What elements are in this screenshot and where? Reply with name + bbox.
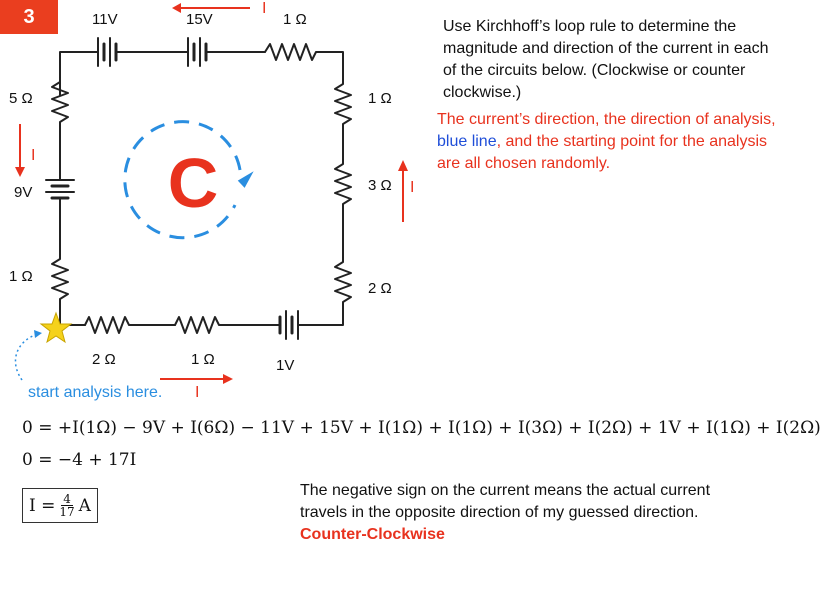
start-analysis-label: start analysis here. xyxy=(28,384,163,401)
battery-bottom-label: 1V xyxy=(276,357,295,374)
answer-lhs: I = xyxy=(29,495,56,516)
wire-top-left xyxy=(59,51,96,96)
resistor-top-label: 1 Ω xyxy=(283,11,307,28)
answer-fraction: 4 17 xyxy=(59,493,74,518)
loop-equation: 0 = +I(1Ω) − 9V + I(6Ω) − 11V + 15V + I(… xyxy=(22,418,821,438)
resistor-left-bottom xyxy=(51,254,69,326)
resistor-left-bottom-label: 1 Ω xyxy=(9,268,33,285)
note-blue-line: blue line xyxy=(437,133,497,150)
wire-top-right xyxy=(319,51,344,81)
resistor-left-top-label: 5 Ω xyxy=(9,90,33,107)
resistor-bottom-mid-label: 1 Ω xyxy=(191,351,215,368)
battery-bottom xyxy=(278,310,299,340)
resistor-bottom-mid xyxy=(174,316,281,334)
current-label-left: I xyxy=(31,147,36,164)
answer-denominator: 17 xyxy=(59,505,75,519)
answer-unit: A xyxy=(78,495,91,516)
resistor-right-mid xyxy=(334,159,352,259)
resistor-bottom-left xyxy=(84,316,176,334)
start-pointer-arrow xyxy=(14,333,39,381)
simplified-equation: 0 = −4 + 17I xyxy=(22,450,137,470)
resistor-right-bottom-label: 2 Ω xyxy=(368,280,392,297)
resistor-left-top xyxy=(51,77,69,181)
conclusion-body: The negative sign on the current means t… xyxy=(300,482,711,521)
analysis-direction-arrowhead xyxy=(237,171,254,188)
resistor-right-mid-label: 3 Ω xyxy=(368,177,392,194)
resistor-right-top-label: 1 Ω xyxy=(368,90,392,107)
conclusion-highlight: Counter-Clockwise xyxy=(300,526,445,543)
resistor-bottom-left-label: 2 Ω xyxy=(92,351,116,368)
start-star-icon xyxy=(39,311,73,344)
battery-top-left-label: 11V xyxy=(92,11,118,28)
circuit-diagram xyxy=(14,3,408,384)
battery-left xyxy=(45,179,75,200)
battery-top-right-label: 15V xyxy=(186,11,213,28)
resistor-right-top xyxy=(334,79,352,161)
center-c-symbol: C xyxy=(167,144,219,222)
problem-number-badge: 3 xyxy=(0,0,58,34)
battery-top-right xyxy=(184,37,213,67)
conclusion-text: The negative sign on the current means t… xyxy=(300,480,760,546)
note-part2: , and the starting point for the analysi… xyxy=(437,133,767,172)
current-label-top: I xyxy=(262,0,267,17)
current-label-bottom: I xyxy=(195,384,200,401)
analysis-direction-circle xyxy=(123,120,242,240)
current-label-right: I xyxy=(410,179,415,196)
answer-box: I = 4 17 A xyxy=(22,488,98,523)
random-choice-note: The current’s direction, the direction o… xyxy=(437,109,787,175)
battery-top-left xyxy=(94,37,119,67)
wire-bottom-right xyxy=(297,307,344,326)
note-part1: The current’s direction, the direction o… xyxy=(437,111,776,128)
instructions-text: Use Kirchhoff’s loop rule to determine t… xyxy=(443,18,769,101)
resistor-right-bottom xyxy=(334,257,352,309)
answer-numerator: 4 xyxy=(61,492,73,506)
resistor-top xyxy=(264,43,321,61)
battery-left-label: 9V xyxy=(14,184,33,201)
